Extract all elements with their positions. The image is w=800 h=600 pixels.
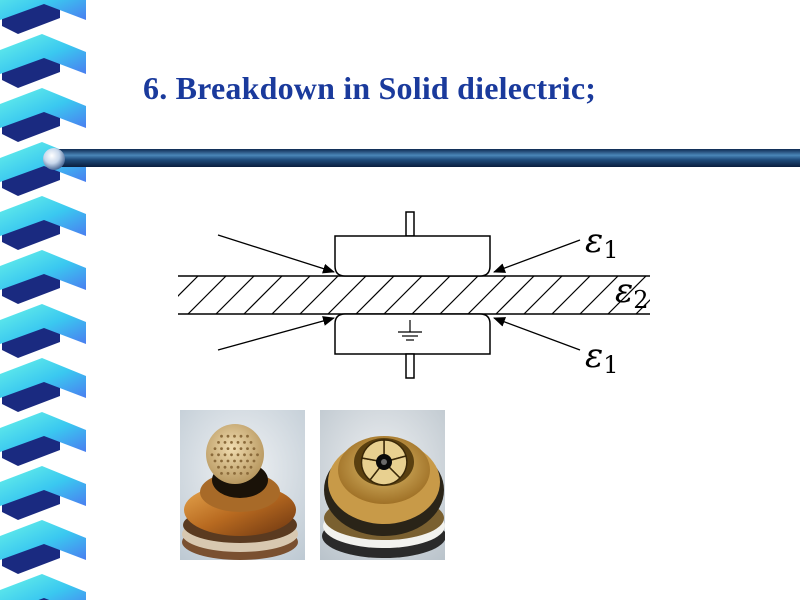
conductor-strand <box>223 453 227 457</box>
hatch-line <box>299 276 339 314</box>
conductor-strand <box>236 465 240 469</box>
decorative-ribbon <box>0 0 86 600</box>
bottom-electrode <box>334 313 491 379</box>
conductor-strand <box>243 441 246 444</box>
ribbon-segment <box>0 0 86 20</box>
conductor-strand <box>233 447 236 450</box>
hatch-line <box>187 276 227 314</box>
epsilon-label-bottom: ε1 <box>585 336 619 379</box>
conductor-strand <box>239 459 243 463</box>
conductor-strand <box>239 434 243 438</box>
epsilon-label-top: ε1 <box>585 221 619 264</box>
conductor-strand <box>246 472 249 475</box>
conductor-strand <box>226 472 230 475</box>
hatch-line <box>411 276 451 314</box>
conductor-strand <box>233 472 236 475</box>
hatch-line <box>271 276 311 314</box>
conductor-strand <box>243 465 246 469</box>
ribbon-segment <box>0 412 86 452</box>
arrow-left-top <box>217 234 335 274</box>
hatch-line <box>327 276 367 314</box>
conductor-strand <box>226 434 230 438</box>
hatch-line <box>439 276 479 314</box>
hatch-line <box>178 276 199 297</box>
ribbon-segment <box>0 304 86 344</box>
conductor-strand <box>226 447 230 450</box>
conductor-strand <box>230 465 233 469</box>
hatch-line <box>664 276 670 314</box>
conductor-strand <box>220 447 223 450</box>
ribbon-segment <box>0 574 86 600</box>
conductor-strand <box>246 447 249 450</box>
conductor-strand <box>256 453 259 457</box>
conductor-strand <box>252 459 256 463</box>
conductor-strand <box>210 453 214 457</box>
hatch-line <box>243 276 283 314</box>
ribbon-segment <box>0 34 86 74</box>
conductor-strand <box>213 447 217 450</box>
conductor-strand <box>233 459 236 463</box>
hatch-line <box>215 276 255 314</box>
top-electrode <box>334 211 491 277</box>
conductor-strand <box>236 453 240 457</box>
ribbon-segment <box>0 466 86 506</box>
conductor-strand <box>249 441 253 444</box>
hatch-line <box>579 276 619 314</box>
arrow-right-top <box>493 239 581 273</box>
conductor-strand <box>252 447 256 450</box>
ribbon-segment <box>0 358 86 398</box>
conductor-strand <box>239 447 243 450</box>
conductor-strand <box>246 459 249 463</box>
hatch-line <box>495 276 535 314</box>
conductor-strand <box>230 453 233 457</box>
conductor-strand <box>217 453 220 457</box>
conductor-strand <box>236 441 240 444</box>
conductor-strand <box>220 434 223 438</box>
dielectric-slab <box>178 275 670 315</box>
conductor-strand <box>220 459 223 463</box>
ribbon-segment <box>0 520 86 560</box>
conductor-strand <box>217 441 220 444</box>
ribbon-segment <box>0 88 86 128</box>
conductor-strand <box>220 472 223 475</box>
slide-title: 6. Breakdown in Solid dielectric; <box>143 70 597 106</box>
hatch-line <box>523 276 563 314</box>
hatch-line <box>355 276 395 314</box>
conductor-strand <box>233 434 236 438</box>
ribbon-segment <box>0 250 86 290</box>
conductor-strand <box>239 472 243 475</box>
hatch-line <box>383 276 423 314</box>
conductor-strand <box>230 441 233 444</box>
epsilon-label-middle: ε2 <box>615 271 649 314</box>
title-rule <box>43 148 800 170</box>
conductor-strand <box>223 465 227 469</box>
hatch-line <box>607 276 647 314</box>
conductor-strand <box>249 453 253 457</box>
conductor-strand <box>223 441 227 444</box>
arrow-right-bottom <box>493 317 581 351</box>
conductor-strand <box>217 465 220 469</box>
conductor-strand <box>243 453 246 457</box>
rule-bar <box>54 149 800 167</box>
hatch-line <box>467 276 507 314</box>
conductor-strand <box>226 459 230 463</box>
electrode-diagram: ε1 ε2 ε1 <box>178 211 670 379</box>
arrow-left-bottom <box>217 316 335 351</box>
cable-photo-stranded <box>180 410 305 560</box>
hatch-line <box>635 299 650 314</box>
ground-symbol <box>398 320 422 341</box>
ribbon-segment <box>0 196 86 236</box>
conductor-strand <box>249 465 253 469</box>
cable-photo-segmented <box>320 410 445 560</box>
hatch-line <box>551 276 591 314</box>
rule-ball <box>43 148 65 170</box>
conductor-strand <box>213 459 217 463</box>
conductor-strand <box>246 434 249 438</box>
